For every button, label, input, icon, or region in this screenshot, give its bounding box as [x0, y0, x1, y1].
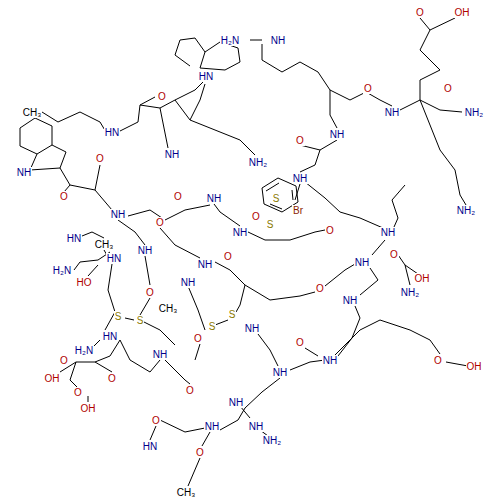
nitrogen-label: HN: [106, 253, 122, 264]
nitrogen-label: NH: [164, 149, 180, 160]
oxygen-label: O: [433, 355, 443, 366]
sulfur-label: S: [208, 321, 217, 332]
oxygen-label: OH: [80, 403, 97, 414]
macrocycle: [105, 182, 385, 432]
nitrogen-label: NH: [342, 295, 358, 306]
oxygen-label: HO: [76, 277, 93, 288]
indole-left: [20, 118, 112, 210]
nitrogen-label: NH: [197, 259, 213, 270]
oxygen-label: O: [107, 373, 117, 384]
nitrogen-label: H₂N: [220, 35, 240, 46]
nitrogen-label: NH: [329, 129, 345, 140]
nitrogen-label: NH₂: [464, 107, 484, 118]
oxygen-label: O: [157, 91, 167, 102]
oxygen-label: O: [223, 251, 233, 262]
nitrogen-label: NH: [384, 107, 400, 118]
nitrogen-label: NH: [180, 277, 196, 288]
sulfur-label: S: [272, 193, 281, 204]
nitrogen-label: NH: [380, 227, 396, 238]
nitrogen-label: NH: [16, 167, 32, 178]
nitrogen-label: NH₂: [248, 157, 268, 168]
nitrogen-label: NH: [110, 209, 126, 220]
oxygen-label: O: [195, 447, 205, 458]
oxygen-label: O: [59, 355, 69, 366]
nitrogen-label: NH: [137, 245, 153, 256]
nitrogen-label: HN: [142, 441, 158, 452]
oxygen-label: O: [251, 211, 261, 222]
sulfur-label: S: [114, 311, 123, 322]
oxygen-label: O: [389, 249, 399, 260]
methyl-label: CH₃: [176, 487, 197, 498]
oxygen-label: O: [155, 217, 165, 228]
nitrogen-label: NH: [270, 35, 286, 46]
top-chain: [250, 18, 466, 205]
sulfur-label: S: [136, 315, 145, 326]
nitrogen-label: NH: [152, 349, 168, 360]
oxygen-label: O: [193, 333, 203, 344]
oxygen-label: O: [363, 83, 373, 94]
nitrogen-label: NH₂: [456, 205, 476, 216]
oxygen-label: OH: [466, 361, 483, 372]
oxygen-label: O: [151, 415, 161, 426]
oxygen-label: O: [95, 153, 105, 164]
nitrogen-label: NH: [206, 193, 222, 204]
nitrogen-label: HN: [66, 233, 82, 244]
sulfur-label: S: [228, 309, 237, 320]
bond-lines: [20, 18, 468, 486]
nitrogen-label: NH₂: [400, 287, 420, 298]
side-chains: [60, 185, 468, 486]
oxygen-label: OH: [44, 373, 61, 384]
nitrogen-label: NH: [228, 397, 244, 408]
nitrogen-label: H₂N: [74, 345, 94, 356]
arg-chain: [295, 90, 337, 200]
oxygen-label: O: [315, 283, 325, 294]
nitrogen-label: HN: [104, 127, 120, 138]
nitrogen-label: NH: [272, 367, 288, 378]
oxygen-label: O: [185, 385, 195, 396]
inner-chains: [125, 204, 355, 366]
nitrogen-label: H₂N: [52, 265, 72, 276]
oxygen-label: O: [443, 83, 453, 94]
oxygen-label: O: [145, 287, 155, 298]
nitrogen-label: NH₂: [262, 435, 282, 446]
oxygen-label: O: [59, 191, 69, 202]
methyl-label: CH₃: [94, 239, 115, 250]
oxygen-label: O: [295, 337, 305, 348]
oxygen-label: O: [295, 135, 305, 146]
oxygen-label: OH: [454, 7, 471, 18]
nitrogen-label: NH: [232, 227, 248, 238]
nitrogen-label: HN: [102, 331, 118, 342]
nitrogen-label: NH: [204, 421, 220, 432]
methyl-label: CH₃: [158, 303, 179, 314]
nitrogen-label: NH: [354, 257, 370, 268]
indole-top: [175, 38, 240, 120]
trp-chain: [42, 82, 255, 155]
nitrogen-label: NH: [248, 421, 264, 432]
nitrogen-label: HN: [198, 71, 214, 82]
oxygen-label: O: [73, 387, 83, 398]
bromine-label: Br: [292, 205, 304, 216]
oxygen-label: O: [415, 7, 425, 18]
oxygen-label: O: [173, 191, 183, 202]
nitrogen-label: NH: [292, 173, 308, 184]
nitrogen-label: NH: [244, 323, 260, 334]
sulfur-label: S: [266, 219, 275, 230]
oxygen-label: O: [325, 225, 335, 236]
oxygen-label: OH: [414, 273, 431, 284]
nitrogen-label: NH: [322, 355, 338, 366]
methyl-label: CH₃: [22, 107, 43, 118]
